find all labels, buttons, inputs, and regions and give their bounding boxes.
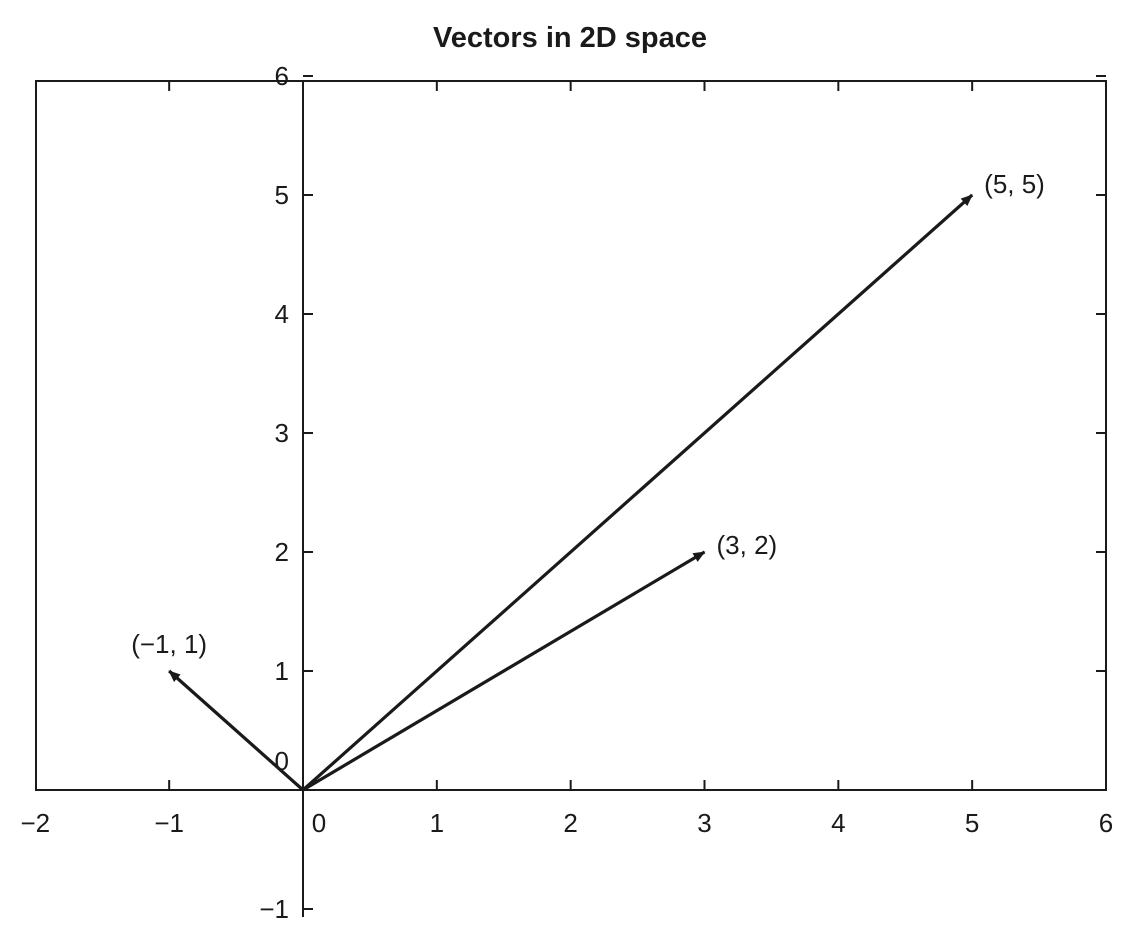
ticks-layer (168, 75, 1106, 910)
x-tick-label: 0 (312, 808, 326, 838)
x-tick-label: 5 (965, 808, 979, 838)
x-tick-label: 1 (430, 808, 444, 838)
y-tick-label: 4 (275, 299, 289, 329)
y-tick-label: 2 (275, 537, 289, 567)
chart-title: Vectors in 2D space (432, 22, 708, 54)
x-tick-label: 3 (697, 808, 711, 838)
vector-label: (3, 2) (717, 530, 778, 560)
x-tick-label: −1 (154, 808, 184, 838)
x-tick-label: 4 (831, 808, 845, 838)
plot-frame (35, 80, 1107, 791)
vector-label: (5, 5) (984, 169, 1045, 199)
x-tick-label: 2 (563, 808, 577, 838)
vector-arrow (302, 550, 706, 792)
x-tick-label: 6 (1099, 808, 1113, 838)
vector-arrow (301, 193, 974, 792)
y-tick-label: 5 (275, 180, 289, 210)
y-tick-label: −1 (259, 894, 289, 924)
origin-label: 0 (275, 746, 289, 776)
vector-arrow (168, 669, 305, 792)
labels-layer: −2 −1 0 1 2 3 4 5 6 −1 1 2 3 4 5 6 0 (5, 5) (3, 2) (−1, 1) (21, 61, 1114, 924)
x-tick-label: −2 (21, 808, 51, 838)
vectors-layer (168, 193, 974, 792)
vector-label: (−1, 1) (131, 629, 207, 659)
y-tick-label: 3 (275, 418, 289, 448)
y-tick-label: 6 (275, 61, 289, 91)
y-tick-label: 1 (275, 656, 289, 686)
